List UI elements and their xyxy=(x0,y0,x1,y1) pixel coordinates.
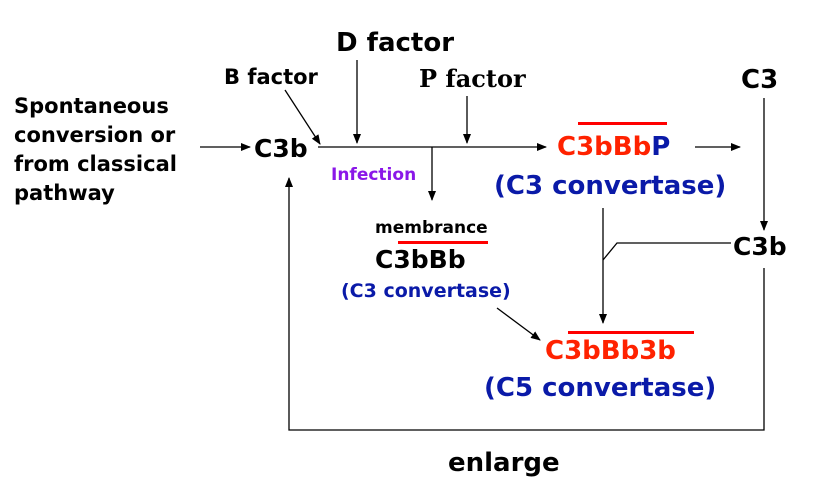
c3b-right-node: C3b xyxy=(733,232,787,261)
c5-convertase-label: (C5 convertase) xyxy=(484,373,717,403)
c3-convertase-membrane-label: (C3 convertase) xyxy=(341,280,511,302)
c3bbbp-node: C3bBbP xyxy=(557,134,670,160)
c3bbbp-red-text: C3bBb xyxy=(557,132,652,162)
spontaneous-conversion-label: Spontaneous conversion or from classical… xyxy=(14,94,177,205)
feedback-loop-enlarge xyxy=(285,177,765,431)
c3bbbp-overline xyxy=(578,122,667,125)
membrance-label: membrance xyxy=(375,218,488,238)
p-factor-label: P factor xyxy=(419,64,526,93)
c3bbbp-p-text: P xyxy=(651,132,671,162)
b-factor-label: B factor xyxy=(224,65,318,89)
c3b-left-node: C3b xyxy=(254,134,308,163)
c3bbb-membrane-overline xyxy=(398,241,488,244)
infection-label: Infection xyxy=(331,165,417,185)
c3-right-node: C3 xyxy=(741,65,779,95)
c3-convertase-top-label: (C3 convertase) xyxy=(494,171,727,201)
c3bbb-membrane-node: C3bBb xyxy=(375,245,466,274)
enlarge-label: enlarge xyxy=(448,448,560,478)
arrow-membrane-to-c5 xyxy=(496,307,541,341)
line-c3b-join xyxy=(602,242,731,261)
c3bbb3b-overline xyxy=(568,331,694,334)
arrow-b-factor xyxy=(284,89,321,145)
d-factor-label: D factor xyxy=(336,28,455,58)
c3bbb3b-node: C3bBb3b xyxy=(545,336,676,366)
